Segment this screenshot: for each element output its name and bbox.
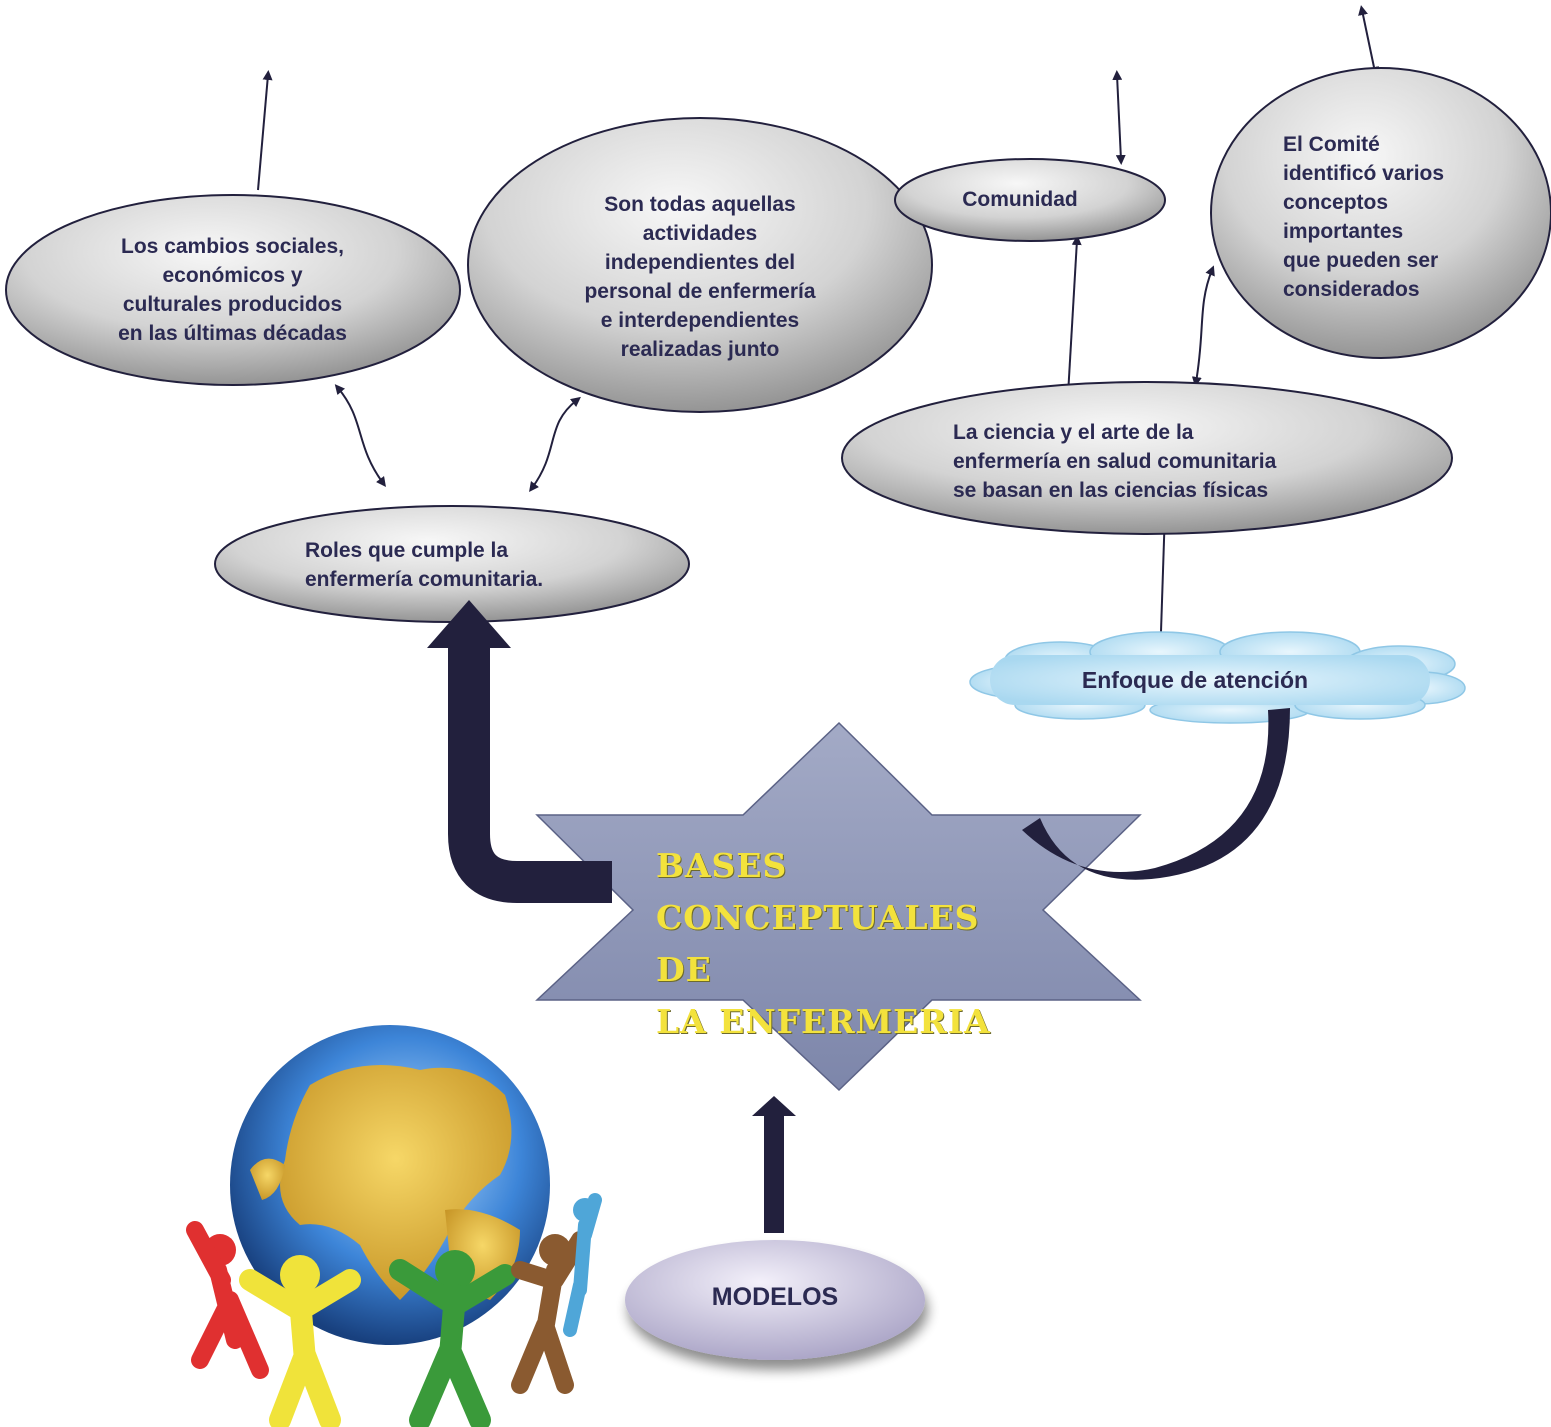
node-actividades-ellipse [467, 117, 933, 413]
node-comite-ellipse [1210, 67, 1551, 359]
arrow-comite-up [1358, 5, 1379, 77]
center-title: BASES CONCEPTUALES DE LA ENFERMERIA [656, 846, 991, 1041]
arrow-cambios-up [257, 70, 273, 191]
node-actividades-label: Son todas aquellas actividades independi… [584, 193, 816, 361]
thick-arrow-to-roles [448, 648, 612, 903]
thick-arrow-head [427, 600, 511, 648]
node-cambios-ellipse [5, 194, 461, 386]
arrow-modelos-head [752, 1096, 796, 1116]
node-comunidad-label: Comunidad [962, 188, 1078, 211]
arrow-ciencia-comunidad [1063, 235, 1082, 400]
node-enfoque-cloud [969, 631, 1466, 724]
arrow-comunidad-up [1112, 70, 1126, 165]
connector-arrows [257, 5, 1379, 667]
arrow-ciencia-comite [1191, 265, 1215, 387]
node-cambios-label: Los cambios sociales, económicos y cultu… [118, 235, 347, 345]
arrow-modelos-shaft [764, 1115, 784, 1233]
center-star [535, 721, 1142, 1092]
node-ciencia-ellipse [841, 381, 1453, 535]
node-comunidad-ellipse [894, 158, 1166, 242]
curved-arrow-to-enfoque [1022, 708, 1290, 880]
node-comite-label: El Comité identificó varios conceptos im… [1283, 133, 1445, 301]
node-enfoque-label: Enfoque de atención [1081, 667, 1309, 693]
globe-with-people-icon [186, 1025, 602, 1427]
node-modelos-ellipse [625, 1240, 925, 1360]
arrow-roles-actividades [529, 396, 581, 493]
node-roles-label: Roles que cumple la enfermería comunitar… [305, 539, 544, 591]
node-ciencia-label: La ciencia y el arte de la enfermería en… [953, 421, 1277, 502]
arrow-roles-cambios [334, 384, 386, 488]
node-modelos-label: MODELOS [711, 1283, 839, 1311]
